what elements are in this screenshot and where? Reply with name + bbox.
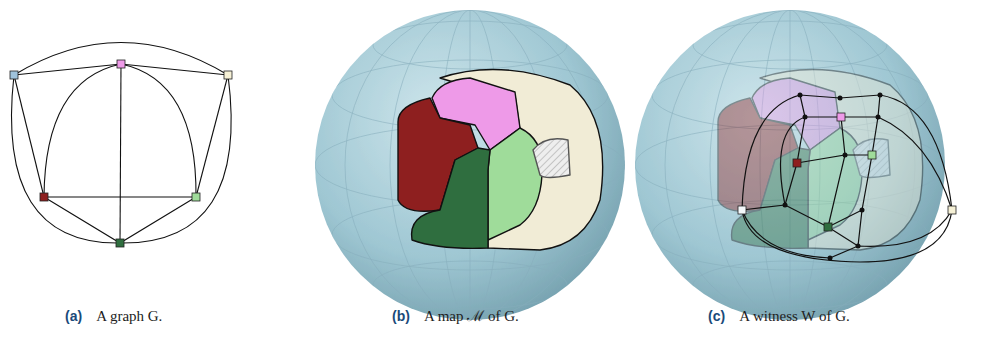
panel-caption: A graph G. [96,307,162,325]
map-sphere [315,10,625,320]
witness-sphere [635,10,956,320]
panel-tag: (a) [65,307,82,325]
panel-tag: (b) [392,307,410,325]
panel-caption: A witness W of G. [739,307,850,325]
graph-vertices [10,60,232,247]
panel-caption: A map ℳ of G. [424,307,519,325]
graph-drawing [11,43,231,244]
panel-tag: (c) [708,307,725,325]
